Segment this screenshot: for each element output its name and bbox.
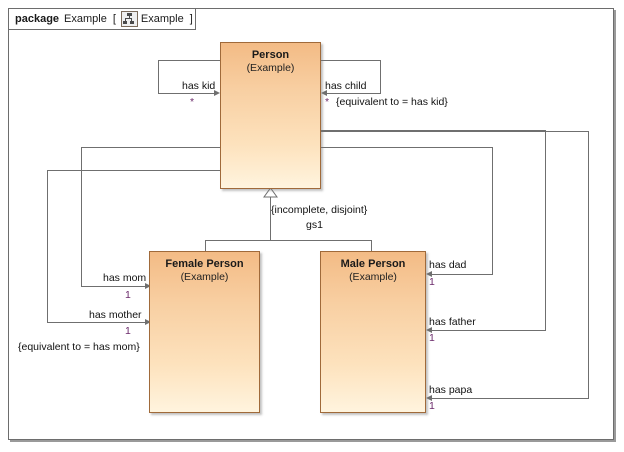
has-dad-connector-vertical: [492, 147, 493, 274]
has-dad-connector-bottom: [432, 274, 493, 275]
generalization-branch-female: [205, 240, 206, 251]
label-has-mother: has mother: [89, 309, 142, 321]
has-mom-arrowhead: [145, 283, 151, 289]
generalization-triangle-icon: [263, 188, 278, 198]
label-has-kid: has kid: [182, 80, 216, 92]
multiplicity-has-father: 1: [429, 332, 435, 344]
multiplicity-has-mother: 1: [125, 325, 131, 337]
package-diagram-icon: [120, 11, 138, 27]
class-female-person[interactable]: Female Person (Example): [149, 251, 260, 413]
label-has-dad: has dad: [429, 259, 467, 271]
multiplicity-has-mom: 1: [125, 289, 131, 301]
class-female-person-qualifier: (Example): [180, 271, 229, 283]
has-child-connector-vertical: [380, 60, 381, 93]
generalization-branch-male: [371, 240, 372, 251]
label-has-mom: has mom: [103, 272, 147, 284]
has-child-arrowhead: [321, 90, 327, 96]
has-mom-connector-vertical: [81, 147, 82, 286]
has-dad-connector-top: [319, 147, 493, 148]
multiplicity-has-dad: 1: [429, 276, 435, 288]
generalization-constraint: {incomplete, disjoint}: [271, 204, 368, 216]
package-frame-tab[interactable]: package Example [ Example ]: [8, 8, 196, 30]
has-child-connector-top: [319, 60, 381, 61]
multiplicity-has-child: *: [325, 96, 330, 108]
has-mom-connector-top: [81, 147, 221, 148]
multiplicity-has-papa: 1: [429, 400, 435, 412]
generalization-split-bar: [205, 240, 372, 241]
constraint-has-mother: {equivalent to = has mom}: [18, 341, 140, 353]
has-father-connector-bottom: [432, 330, 546, 331]
package-keyword: package: [15, 13, 60, 25]
has-papa-connector-vertical: [588, 131, 589, 398]
class-male-person[interactable]: Male Person (Example): [320, 251, 426, 413]
has-papa-connector-top: [319, 131, 589, 132]
bracket-open: [: [112, 13, 116, 25]
constraint-has-child: {equivalent to = has kid}: [336, 96, 448, 108]
has-father-connector-top: [319, 130, 546, 131]
bracket-close: ]: [189, 13, 193, 25]
has-kid-connector-top: [158, 60, 221, 61]
has-papa-arrowhead: [426, 395, 432, 401]
has-papa-connector-bottom: [432, 398, 589, 399]
label-has-father: has father: [429, 316, 476, 328]
has-mother-connector-vertical: [47, 170, 48, 322]
class-female-person-name: Female Person: [165, 258, 244, 270]
has-mother-connector-bottom: [47, 322, 149, 323]
has-child-connector-arrow-seg: [326, 93, 381, 94]
class-person-qualifier: (Example): [246, 62, 295, 74]
has-father-connector-vertical: [545, 130, 546, 330]
has-dad-arrowhead: [426, 271, 432, 277]
class-male-person-name: Male Person: [340, 258, 406, 270]
label-has-child: has child: [325, 80, 367, 92]
diagram-name: Example: [140, 13, 184, 25]
has-kid-arrowhead: [214, 90, 220, 96]
has-father-arrowhead: [426, 327, 432, 333]
has-mom-connector-bottom: [81, 286, 149, 287]
generalization-set-name: gs1: [306, 219, 323, 231]
has-kid-connector-vertical: [158, 60, 159, 93]
label-has-papa: has papa: [429, 384, 473, 396]
has-kid-connector-arrow-seg: [158, 93, 216, 94]
package-name: Example: [64, 13, 107, 25]
has-mother-connector-top: [47, 170, 221, 171]
generalization-stem: [270, 196, 271, 240]
class-person[interactable]: Person (Example): [220, 42, 321, 189]
class-person-name: Person: [251, 49, 290, 61]
class-male-person-qualifier: (Example): [349, 271, 397, 283]
has-mother-arrowhead: [145, 319, 151, 325]
multiplicity-has-kid: *: [190, 96, 195, 108]
